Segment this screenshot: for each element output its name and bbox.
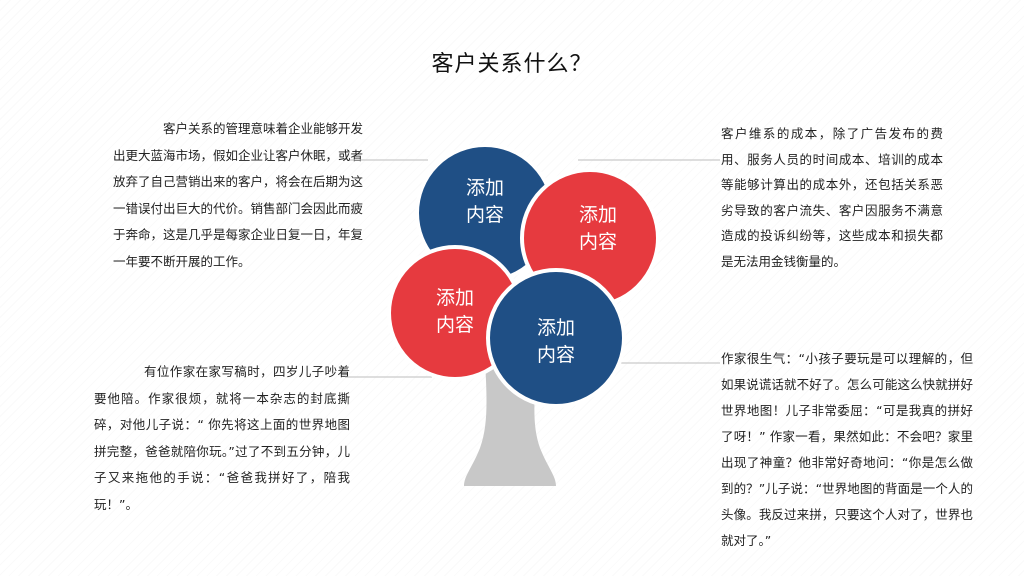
text-bottom-left: 有位作家在家写稿时，四岁儿子吵着要他陪。作家很烦，就将一本杂志的封底撕碎，对他儿… — [94, 364, 350, 512]
petal-bottom-left-label-2: 内容 — [436, 314, 474, 336]
petal-bottom-right — [486, 268, 626, 408]
text-top-right: 客户维系的成本，除了广告发布的费用、服务人员的时间成本、培训的成本等能够计算出的… — [721, 126, 943, 269]
petal-bottom-right-label-1: 添加 — [537, 317, 575, 339]
petal-top-right-label-1: 添加 — [579, 204, 617, 226]
petal-bottom-left-label-1: 添加 — [436, 287, 474, 309]
petal-top-left-label-1: 添加 — [466, 177, 504, 199]
petal-top-right-label-2: 内容 — [579, 231, 617, 253]
text-top-left: 客户关系的管理意味着企业能够开发出更大蓝海市场，假如企业让客户休眠，或者放弃了自… — [113, 121, 364, 269]
page-title: 客户关系什么？ — [431, 52, 593, 77]
petal-top-left-label-2: 内容 — [466, 204, 504, 226]
petal-bottom-right-label-2: 内容 — [537, 344, 575, 366]
text-bottom-right: 作家很生气：“小孩子要玩是可以理解的，但如果说谎话就不好了。怎么可能这么快就拼好… — [721, 351, 973, 548]
